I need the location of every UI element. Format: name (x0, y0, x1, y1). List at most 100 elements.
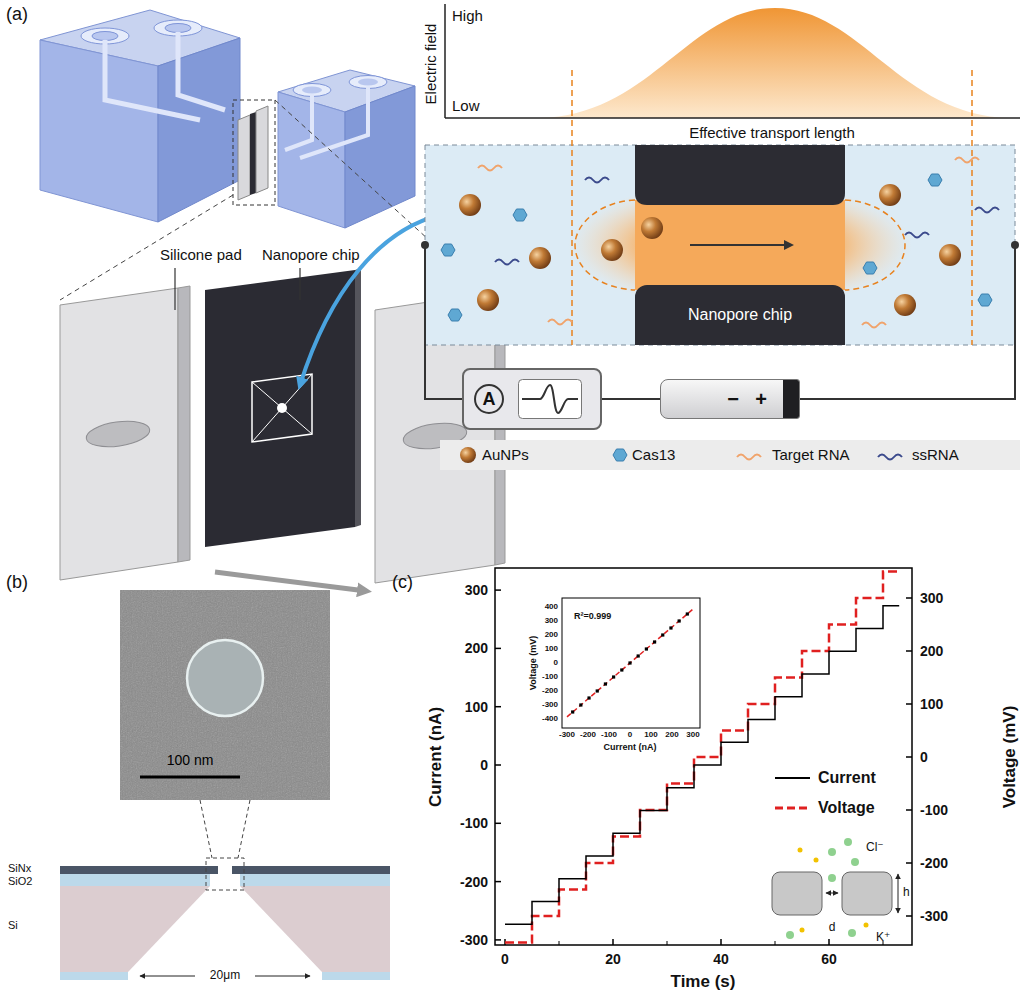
device-housing (285, 86, 368, 158)
axis-title: Electric field (422, 24, 439, 105)
part-label: Silicone pad (160, 246, 242, 263)
device-housing (158, 38, 240, 222)
tick-label: 40 (713, 951, 729, 967)
tick-mark (495, 881, 501, 883)
tick-mark (495, 823, 501, 825)
legend-band (613, 449, 627, 461)
tick-mark (612, 939, 614, 945)
axis-label: High (452, 7, 483, 24)
voltage-trace (505, 572, 899, 943)
device-housing (233, 100, 275, 205)
gold-nanoparticles (894, 294, 916, 316)
panel-letter: (a) (6, 4, 28, 25)
chip-cross-section (60, 972, 128, 980)
exploded-view (355, 268, 361, 527)
tick-mark (906, 756, 912, 758)
tick-label: 400 (545, 602, 558, 611)
tick-label: 300 (545, 616, 558, 625)
pore-schematic (848, 929, 856, 937)
exploded-view (252, 382, 312, 434)
pore-schematic (800, 928, 805, 933)
axis-title: Current (nA) (604, 742, 657, 752)
tick-label: 300 (686, 730, 699, 739)
device-housing (250, 112, 256, 195)
tick-label: 100 (644, 730, 657, 739)
legend-label: Target RNA (772, 446, 850, 463)
polarity-sign: − (727, 389, 739, 409)
sem-image (140, 776, 240, 779)
exploded-view (85, 418, 152, 451)
iv-chart (495, 568, 912, 945)
fit-annotation: R²=0.999 (574, 611, 611, 621)
data-point (637, 654, 640, 657)
exploded-view (60, 288, 178, 580)
cas13-proteins (978, 294, 992, 306)
tick-mark (906, 597, 912, 599)
exploded-view (178, 286, 190, 562)
sem-image (187, 640, 263, 716)
iv-chart (775, 777, 810, 779)
layer-label: Si (8, 919, 18, 932)
data-point (628, 661, 631, 664)
pore-schematic (798, 848, 803, 853)
legend-label: Voltage (818, 799, 875, 817)
data-point (669, 626, 672, 629)
cas13-proteins (513, 209, 527, 221)
gold-nanoparticles (601, 239, 623, 261)
tick-label: -200 (580, 730, 596, 739)
iv-chart (775, 807, 810, 810)
dimension-label: d (829, 921, 836, 935)
single-strand-rna (585, 178, 609, 183)
circuit-wire (602, 398, 660, 400)
device-housing (238, 115, 250, 200)
single-strand-rna (495, 260, 519, 265)
tick-mark (828, 939, 830, 945)
chip-cross-section (322, 972, 390, 980)
chip-cross-section (60, 886, 210, 972)
tick-mark (495, 764, 501, 766)
panel-letter: (c) (392, 572, 413, 593)
tick-mark (495, 648, 501, 650)
tick-mark (495, 589, 501, 591)
circuit-wire (1011, 241, 1019, 249)
battery-symbol: −+ (660, 379, 800, 419)
nanopore-fluid-cell (690, 244, 792, 246)
data-point (579, 703, 582, 706)
electric-field-plot (445, 4, 1020, 118)
nanopore-fluid-cell (635, 145, 845, 205)
tick-label: -100 (542, 672, 558, 681)
nanopore-chip-slab: Nanopore chip (635, 285, 845, 345)
circuit-wire (421, 241, 429, 249)
electric-field-plot (540, 8, 1010, 118)
dimension-label: 20μm (210, 969, 240, 983)
tick-label: 200 (465, 640, 488, 656)
inset-points (571, 612, 689, 713)
electric-field-plot (445, 117, 1020, 119)
data-point (596, 689, 599, 692)
axis-title: Voltage (mV) (528, 636, 538, 690)
nanopore-fluid-cell (971, 70, 973, 345)
exploded-view (252, 374, 312, 442)
nanopore-fluid-cell (635, 200, 845, 290)
tick-mark (775, 941, 776, 945)
waveform-display (518, 379, 582, 419)
legend-label: ssRNA (912, 446, 959, 463)
iv-chart (562, 598, 700, 728)
exploded-view (215, 572, 366, 591)
layer-label: SiNx (8, 862, 31, 875)
pore-schematic (828, 848, 836, 856)
tick-label: -100 (920, 802, 948, 818)
tick-label: 300 (465, 582, 488, 598)
pore-schematic (828, 874, 836, 882)
gold-nanoparticles (641, 217, 663, 239)
tick-mark (906, 915, 912, 917)
tick-label: 100 (545, 644, 558, 653)
tick-label: 0 (480, 757, 488, 773)
pore-schematic (772, 838, 898, 939)
tick-mark (906, 703, 912, 705)
tick-label: 100 (465, 699, 488, 715)
sem-image (238, 800, 250, 858)
gold-nanoparticles (879, 184, 901, 206)
data-point (612, 675, 615, 678)
